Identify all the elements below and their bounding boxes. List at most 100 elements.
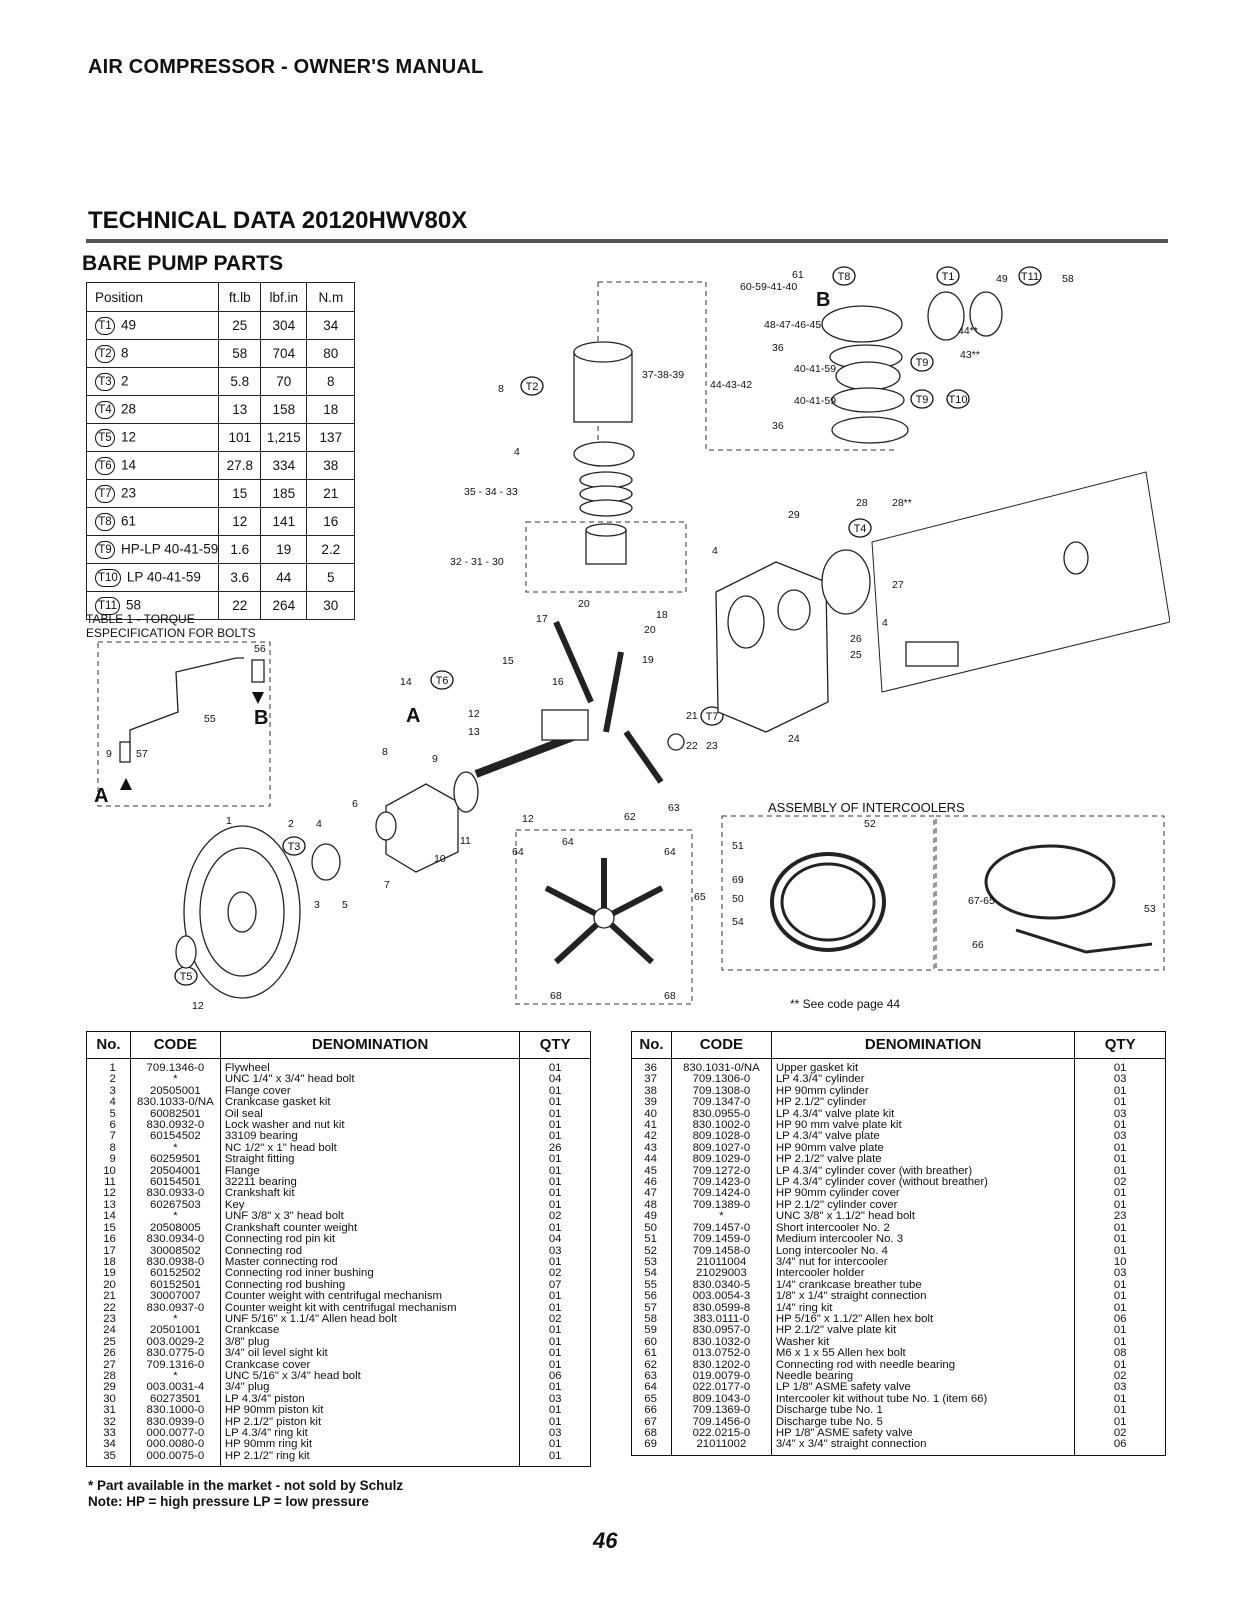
part-qty: 01 — [1074, 1142, 1166, 1155]
callout-c68: 50 — [732, 893, 744, 905]
part-qty: 03 — [519, 1427, 591, 1440]
torque-ftlb: 3.6 — [218, 563, 262, 592]
part-code: 830.1033-0/NA — [129, 1096, 221, 1109]
part-qty: 01 — [519, 1153, 591, 1166]
callout-c46: 6 — [352, 798, 358, 810]
torque-tag: T6 — [95, 456, 115, 475]
callout-c3: 49 — [996, 273, 1008, 285]
part-code: 709.1459-0 — [670, 1233, 772, 1246]
torque-tag-label: T3 — [288, 841, 301, 853]
torque-ftlb: 58 — [218, 339, 262, 368]
part-denomination: Crankshaft kit — [219, 1188, 521, 1200]
part-denomination: M6 x 1 x 55 Allen hex bolt — [770, 1347, 1076, 1360]
torque-tag: T4 — [95, 400, 115, 419]
part-qty: 01 — [519, 1324, 591, 1337]
part-qty: 01 — [519, 1450, 591, 1468]
part-denomination: Crankcase cover — [219, 1359, 521, 1371]
callout-c8: 36 — [772, 342, 784, 354]
part-no: 39 — [631, 1096, 672, 1109]
part-denomination: 3/4" nut for intercooler — [770, 1256, 1076, 1269]
caption-line-2: ESPECIFICATION FOR BOLTS — [86, 626, 256, 640]
part-qty: 01 — [1074, 1245, 1166, 1257]
part-qty: 01 — [1074, 1188, 1166, 1200]
callout-c12: 37-38-39 — [642, 369, 684, 381]
part-denomination: Intercooler holder — [770, 1267, 1076, 1280]
part-denomination: Oil seal — [219, 1108, 521, 1121]
part-code: 003.0054-3 — [670, 1290, 772, 1303]
callout-c24: 26 — [850, 633, 862, 645]
part-no: 21 — [86, 1290, 131, 1303]
callout-c21: 27 — [892, 579, 904, 591]
torque-position-value: 23 — [121, 485, 137, 501]
part-no: 5 — [86, 1108, 131, 1121]
torque-tag-t5: T5 — [174, 966, 198, 986]
callout-c53: 10 — [434, 853, 446, 865]
part-denomination: Lock washer and nut kit — [219, 1119, 521, 1132]
part-no: 26 — [86, 1347, 131, 1360]
part-no: 14 — [86, 1210, 131, 1223]
bearing — [375, 811, 397, 841]
callout-c31: 19 — [642, 654, 654, 666]
part-qty: 03 — [1074, 1131, 1166, 1143]
torque-tag-t4: T4 — [848, 518, 872, 538]
col-nm: N.m — [306, 282, 356, 312]
callout-c28: 20 — [578, 598, 590, 610]
torque-lbfin: 19 — [260, 535, 308, 564]
torque-ftlb: 1.6 — [218, 535, 262, 564]
torque-nm: 8 — [306, 367, 356, 396]
part-denomination: HP 2.1/2" cylinder cover — [770, 1199, 1076, 1212]
torque-position-value: 28 — [121, 401, 137, 417]
part-qty: 03 — [519, 1245, 591, 1257]
part-denomination: LP 4.3/4" cylinder — [770, 1073, 1076, 1086]
callout-c70: 67-65 — [968, 895, 995, 907]
part-qty: 26 — [519, 1142, 591, 1155]
part-denomination: LP 4.3/4" cylinder cover (with breather) — [770, 1165, 1076, 1178]
part-qty: 03 — [519, 1393, 591, 1406]
cylinder — [573, 351, 633, 423]
part-qty: 01 — [1074, 1165, 1166, 1178]
part-qty: 01 — [519, 1058, 591, 1075]
callout-c55: 12 — [522, 813, 534, 825]
callout-c38: 22 — [686, 740, 698, 752]
part-qty: 01 — [1074, 1279, 1166, 1292]
part-denomination: Flywheel — [219, 1058, 521, 1075]
col-no: No. — [86, 1031, 131, 1059]
top-view-box — [515, 829, 693, 1005]
part-code: 000.0075-0 — [129, 1450, 221, 1468]
torque-position-value: 12 — [121, 429, 137, 445]
part-qty: 08 — [1074, 1347, 1166, 1360]
part-denomination: HP 90mm piston kit — [219, 1404, 521, 1417]
part-denomination: Discharge tube No. 1 — [770, 1404, 1076, 1417]
arrow-b-marker — [252, 692, 264, 704]
part-denomination: HP 90mm valve plate — [770, 1142, 1076, 1155]
breather-fitting — [251, 659, 265, 683]
torque-ftlb: 12 — [218, 507, 262, 536]
callout-A1: A — [406, 705, 420, 727]
part-no: 49 — [631, 1210, 672, 1223]
part-denomination: Connecting rod bushing — [219, 1279, 521, 1292]
part-denomination: Straight fitting — [219, 1153, 521, 1166]
crankcase-cover — [821, 549, 871, 615]
